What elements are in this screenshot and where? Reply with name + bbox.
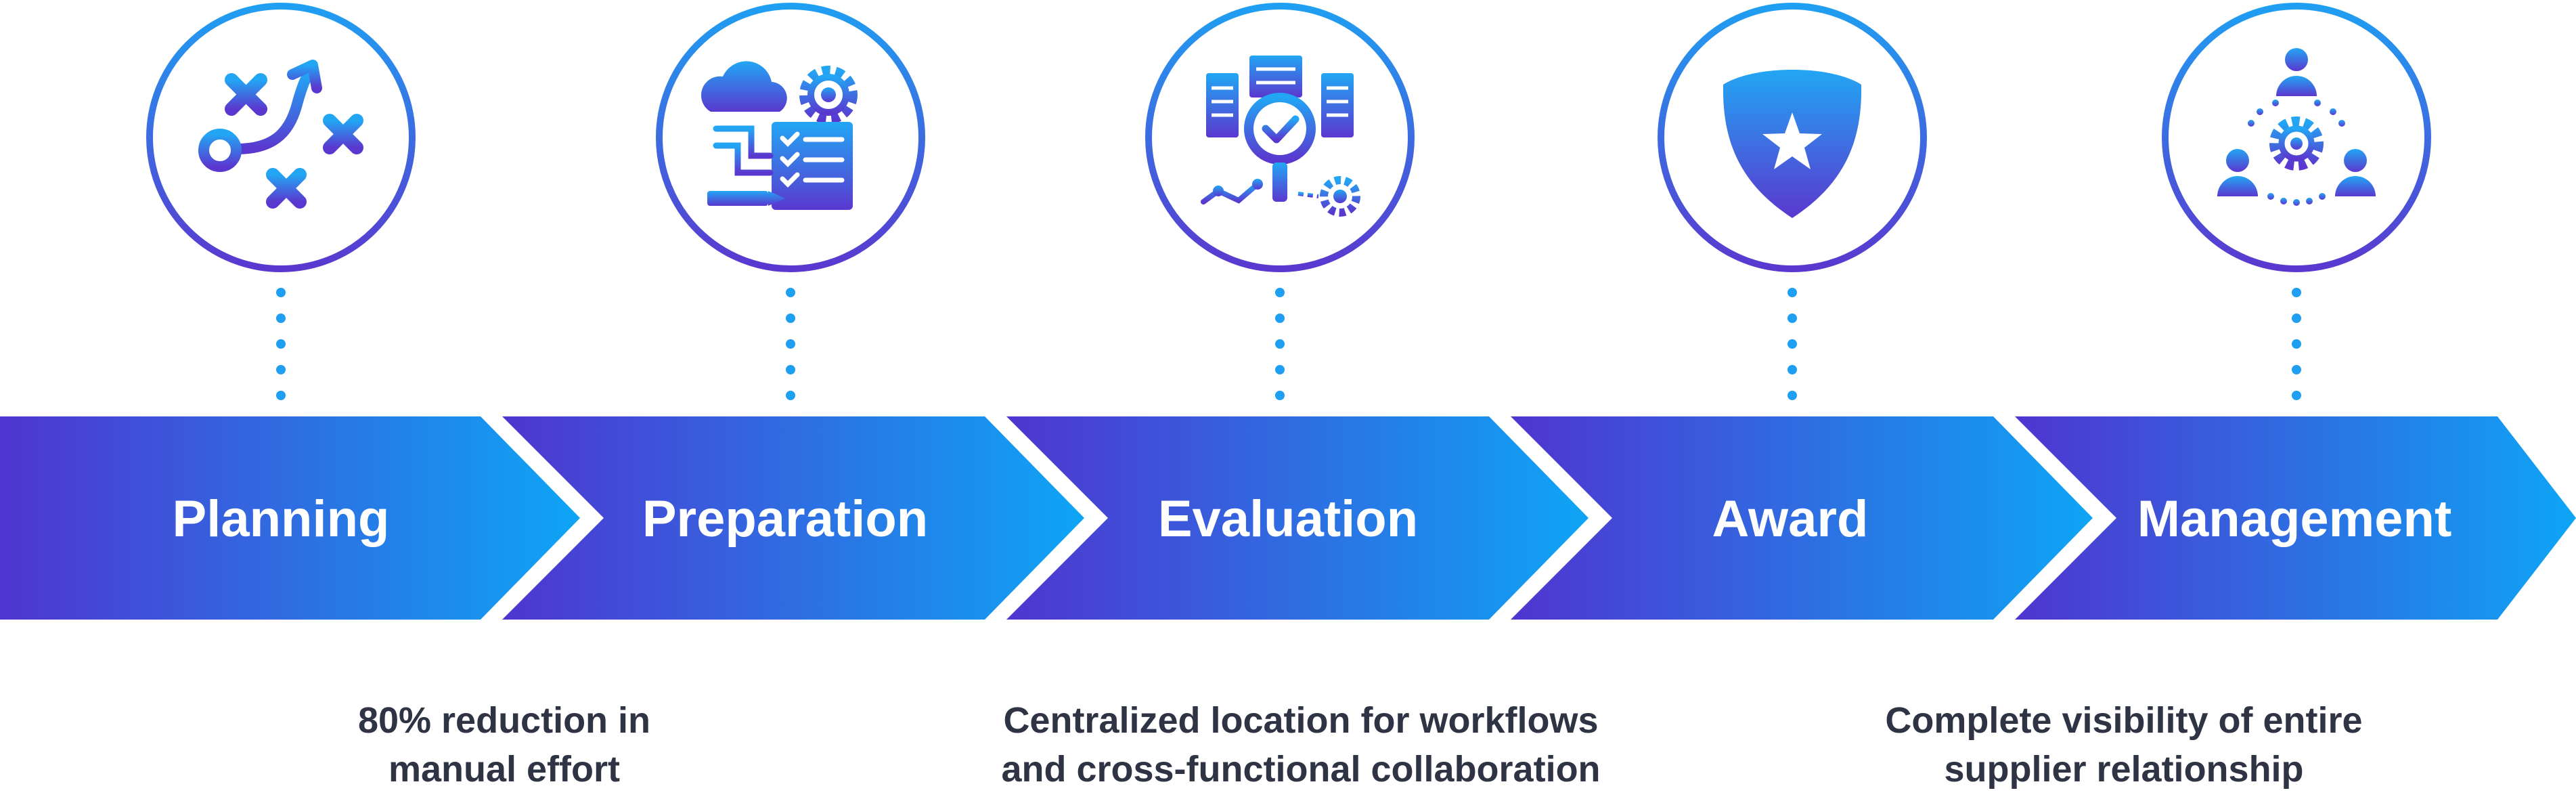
arrow-segment-planning bbox=[0, 416, 580, 620]
magnifier-check-servers-icon bbox=[1201, 56, 1360, 217]
arrow-segment-preparation bbox=[502, 416, 1084, 620]
step-label-planning: Planning bbox=[173, 490, 390, 548]
benefit-caption-supplier-visibility: Complete visibility of entire supplier r… bbox=[1718, 696, 2530, 794]
step-planning: Planning bbox=[0, 3, 580, 620]
benefit-caption-manual-effort: 80% reduction in manual effort bbox=[98, 696, 910, 794]
benefit-line: and cross-functional collaboration bbox=[1001, 749, 1601, 790]
arrow-segment-management bbox=[2015, 416, 2576, 620]
benefit-line: 80% reduction in bbox=[357, 700, 651, 741]
dotted-connector-evaluation bbox=[1275, 288, 1285, 400]
step-evaluation: Evaluation bbox=[1006, 3, 1589, 620]
step-label-preparation: Preparation bbox=[642, 490, 928, 548]
step-label-evaluation: Evaluation bbox=[1158, 490, 1418, 548]
strategy-play-icon bbox=[198, 60, 363, 209]
step-award: Award bbox=[1511, 3, 2093, 620]
benefit-line: supplier relationship bbox=[1944, 749, 2304, 790]
dotted-connector-management bbox=[2292, 288, 2301, 400]
step-preparation: Preparation bbox=[502, 3, 1084, 620]
shield-star-icon bbox=[1723, 70, 1862, 218]
step-label-award: Award bbox=[1712, 490, 1869, 548]
benefit-caption-centralized-location: Centralized location for workflows and c… bbox=[895, 696, 1707, 794]
arrow-segment-award bbox=[1511, 416, 2093, 620]
benefit-line: Centralized location for workflows bbox=[1003, 700, 1599, 741]
arrow-segment-evaluation bbox=[1006, 416, 1589, 620]
dotted-connector-planning bbox=[276, 288, 286, 400]
benefit-line: manual effort bbox=[388, 749, 621, 790]
team-gear-network-icon bbox=[2217, 48, 2376, 206]
dotted-connector-award bbox=[1787, 288, 1797, 400]
step-label-management: Management bbox=[2137, 490, 2452, 548]
cloud-checklist-gear-icon bbox=[701, 61, 858, 210]
step-management: Management bbox=[2015, 3, 2576, 620]
benefit-line: Complete visibility of entire bbox=[1885, 700, 2363, 741]
dotted-connector-preparation bbox=[786, 288, 795, 400]
